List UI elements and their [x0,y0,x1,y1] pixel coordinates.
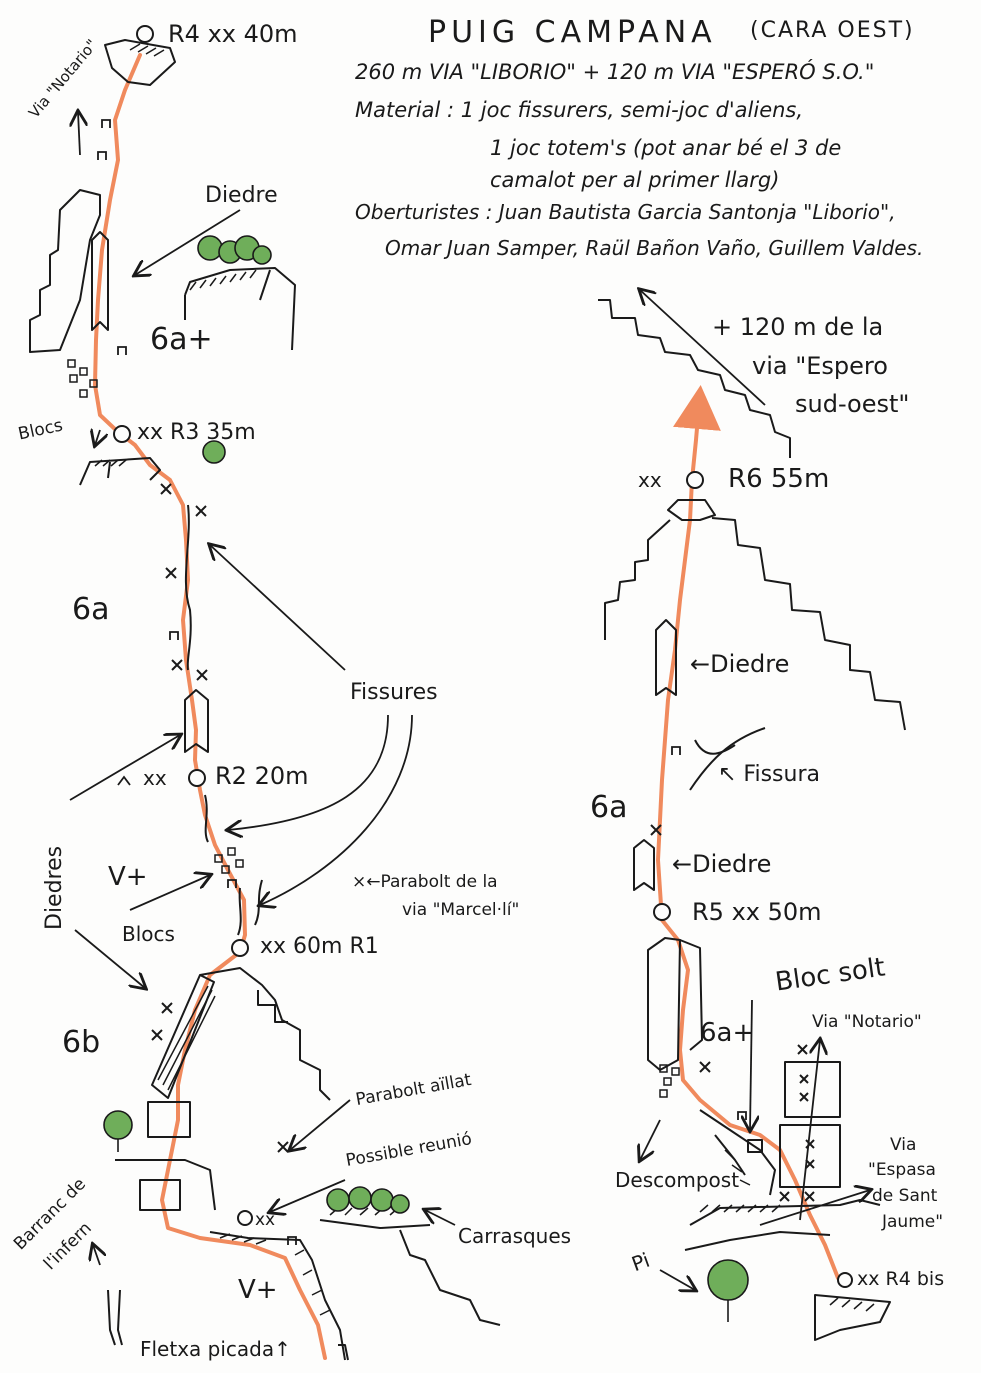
fletxa-picada-label: Fletxa picada↑ [140,1337,291,1361]
left-hatching [94,43,399,1316]
left-trees [103,235,410,1214]
right-belay-stations [653,471,853,1288]
right-pitons [671,746,747,1120]
via-espasa-line-4: Jaume" [882,1212,944,1232]
diedre-lower-label: ←Diedre [672,850,772,878]
fissures-label: Fissures [350,680,438,705]
r4bis-label: xx R4 bis [857,1268,945,1290]
left-blocks [67,359,244,874]
right-rock-outlines [598,299,906,1341]
subtitle: 260 m VIA "LIBORIO" + 120 m VIA "ESPERÓ … [355,60,875,84]
title-suffix: (CARA OEST) [750,18,915,43]
grade-vplus-mid: V+ [108,862,148,892]
via-espasa-line-2: "Espasa [868,1160,936,1180]
diedre-upper-label: ←Diedre [690,650,790,678]
carrasques-label: Carrasques [458,1224,572,1248]
grade-6a-plus-right: 6a+ [700,1018,755,1048]
r2-label: R2 20m [215,762,309,790]
right-bolts [650,824,815,1202]
parabolt-marcel-line-2: via "Marcel·lí" [402,900,520,920]
left-belay-stations [113,25,253,1226]
page-title: PUIG CAMPANA [428,15,717,50]
diedre-top-label: Diedre [205,183,278,208]
grade-6b: 6b [62,1025,101,1060]
via-espasa-line-3: de Sant [872,1186,938,1206]
r3-label: xx R3 35m [137,420,256,445]
openers-line-1: Oberturistes : Juan Bautista Garcia Sant… [355,200,896,224]
fissura-label: ↖ Fissura [718,762,820,787]
right-tree [707,1259,749,1322]
left-bolts [151,483,289,1153]
grade-6a-right: 6a [590,790,628,825]
left-route-line [93,53,327,1360]
continuation-line-1: + 120 m de la [712,313,884,341]
via-notario-right-label: Via "Notario" [812,1012,922,1032]
right-blocks [659,1064,680,1098]
right-hatching [699,1149,875,1312]
r6-label: R6 55m [728,464,830,494]
continuation-line-2: via "Espero [752,352,888,380]
material-line-1: Material : 1 joc fissurers, semi-joc d'a… [355,98,804,122]
left-pitons [97,119,297,1245]
diedres-label: Diedres [42,845,67,930]
r6-xx: xx [638,468,662,492]
possible-reunio-xx: xx [255,1210,276,1230]
left-arrows [70,112,456,1266]
right-arrows [640,290,870,1290]
r4-label: R4 xx 40m [168,20,298,48]
material-line-3: camalot per al primer llarg) [490,168,780,192]
parabolt-marcel-line-1: ×←Parabolt de la [352,872,498,892]
r2-xx: xx [143,766,167,790]
continuation-line-3: sud-oest" [795,390,910,418]
r5-label: R5 xx 50m [692,898,822,926]
descompost-label: Descompost [615,1168,740,1192]
via-espasa-line-1: Via [890,1135,917,1155]
openers-line-2: Omar Juan Samper, Raül Bañon Vaño, Guill… [385,236,924,260]
blocs-mid-label: Blocs [122,922,175,946]
grade-6a-left: 6a [72,592,110,627]
r1-label: xx 60m R1 [260,934,379,959]
grade-vplus-bottom: V+ [238,1275,278,1305]
material-line-2: 1 joc totem's (pot anar bé el 3 de [490,136,842,160]
grade-6a-plus-left: 6a+ [150,322,213,357]
